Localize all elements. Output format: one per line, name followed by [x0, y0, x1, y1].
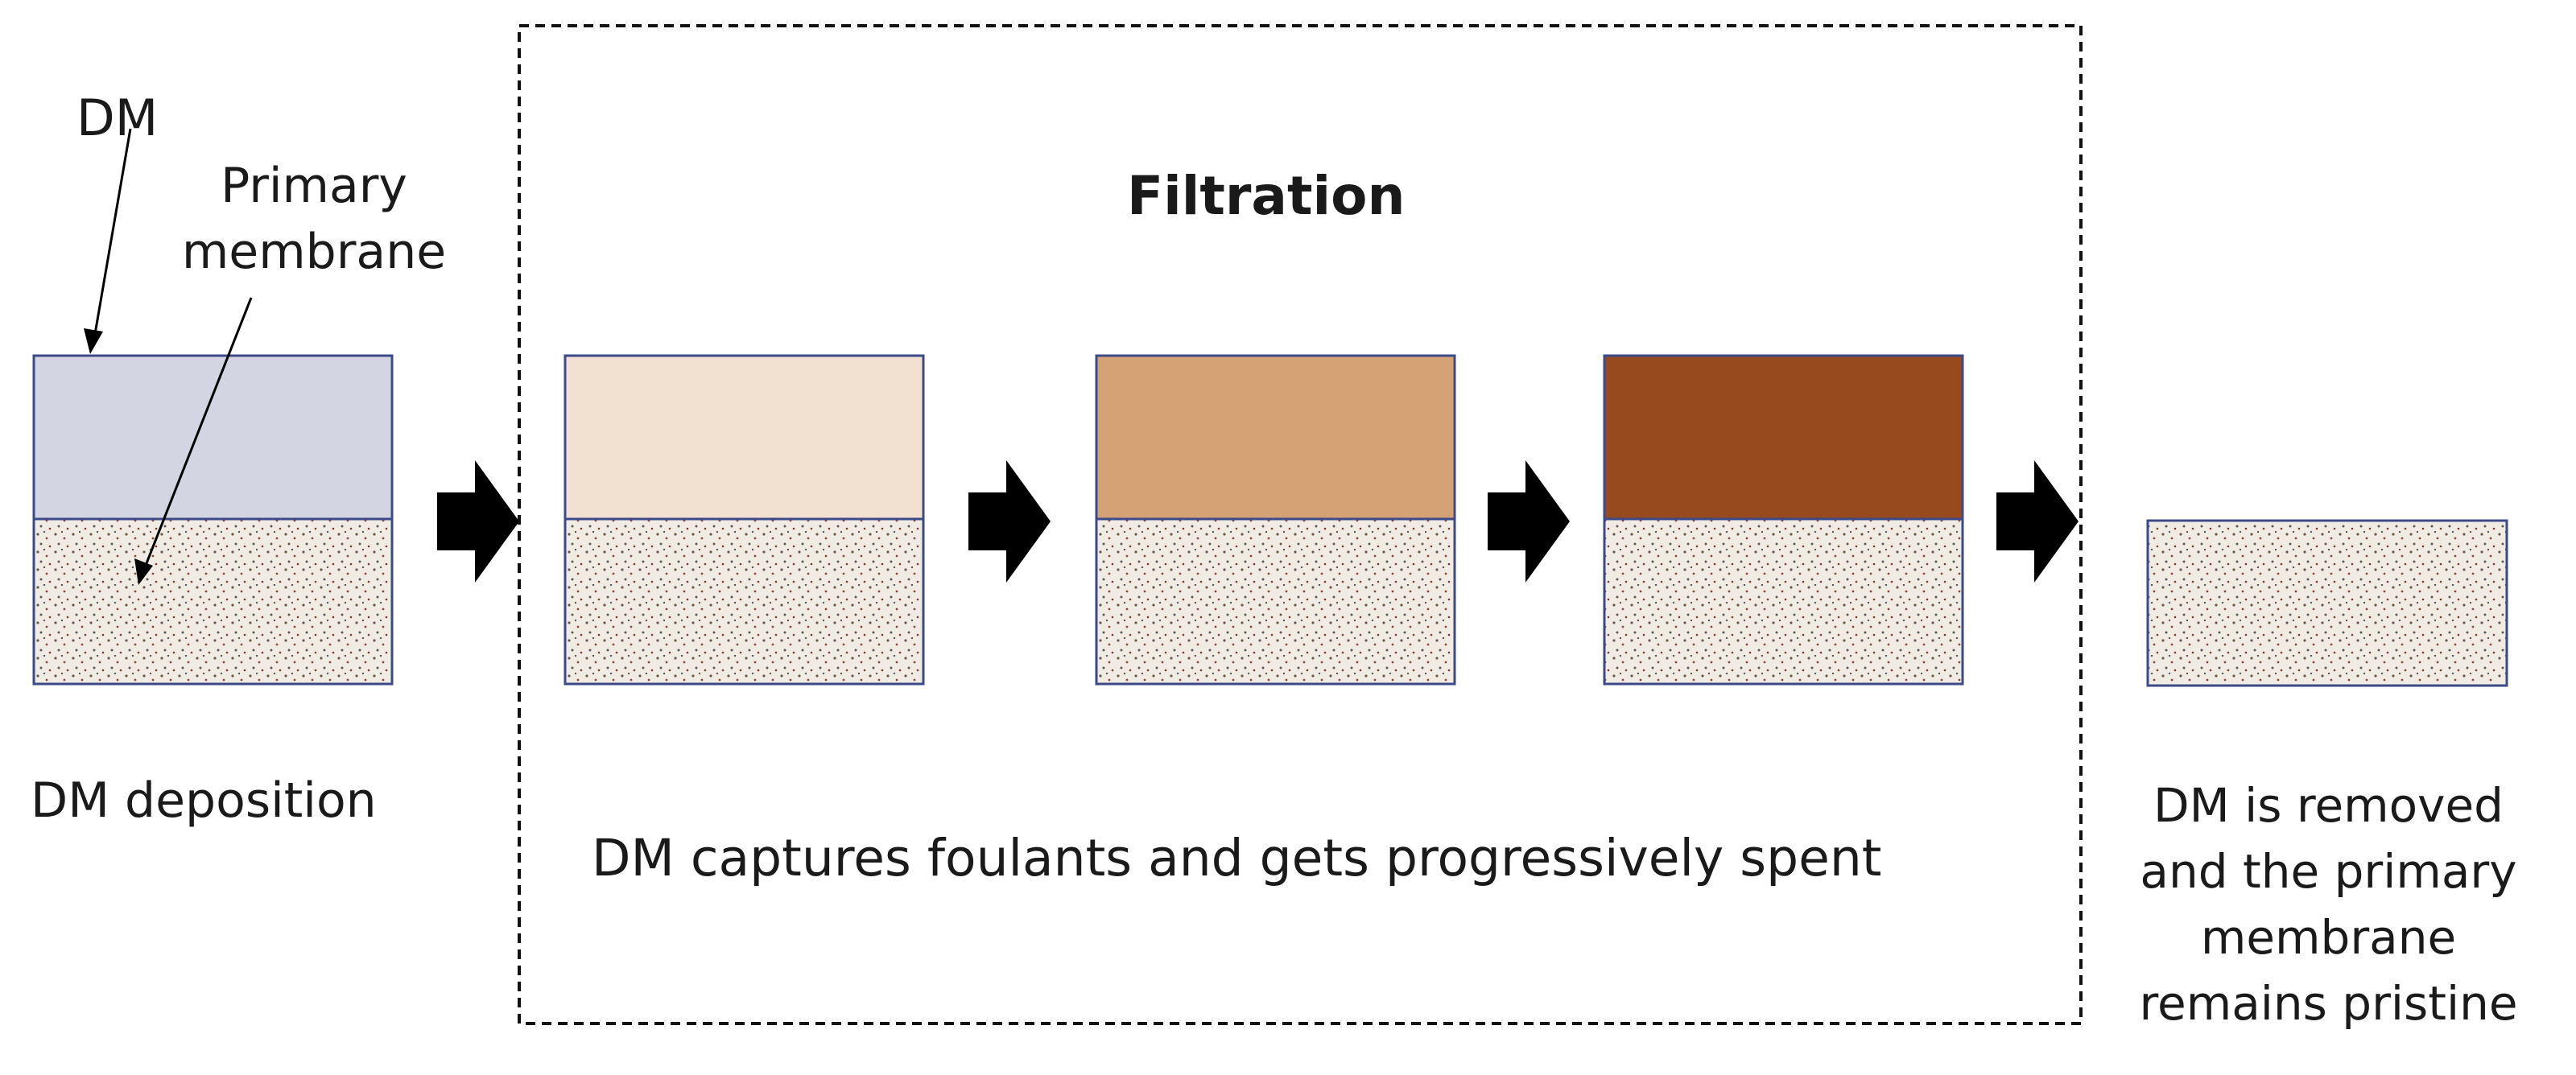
primary-membrane-layer — [1095, 517, 1456, 686]
block-arrow-right-icon — [1488, 460, 1570, 583]
dm-pointer-arrow — [84, 128, 132, 354]
removed-caption-line1: DM is removed — [2153, 778, 2504, 833]
captures-label: DM captures foulants and gets progressiv… — [592, 829, 1882, 888]
dm-layer-stage-3 — [1603, 354, 1964, 521]
primary-membrane-layer — [1603, 517, 1964, 686]
membrane-module-stage-2 — [1095, 354, 1456, 686]
primary-membrane-pointer-arrow — [134, 297, 253, 585]
membrane-module-clean — [2146, 519, 2508, 687]
membrane-module-stage-1 — [564, 354, 925, 686]
dm-label: DM — [76, 89, 159, 147]
dm-layer-stage-2 — [1095, 354, 1456, 521]
primary-membrane-label-line1: Primary — [221, 158, 407, 214]
membrane-module-deposition — [32, 354, 394, 686]
removed-caption: DM is removed and the primary membrane r… — [2081, 772, 2576, 1036]
filtration-box — [518, 24, 2083, 1025]
filtration-title: Filtration — [1127, 165, 1406, 227]
primary-membrane-layer — [32, 517, 394, 686]
block-arrow-right-icon — [437, 460, 519, 583]
removed-caption-line3: membrane — [2200, 910, 2457, 965]
removed-caption-line2: and the primary — [2140, 844, 2517, 899]
primary-membrane-label: Primary membrane — [177, 153, 451, 285]
membrane-module-stage-3 — [1603, 354, 1964, 686]
primary-membrane-layer — [564, 517, 925, 686]
removed-caption-line4: remains pristine — [2139, 976, 2518, 1031]
primary-membrane-layer-clean — [2146, 519, 2508, 687]
block-arrow-right-icon — [1996, 460, 2079, 583]
primary-membrane-label-line2: membrane — [181, 224, 447, 280]
dm-layer-stage-1 — [564, 354, 925, 521]
dm-layer-fresh — [32, 354, 394, 521]
block-arrow-right-icon — [968, 460, 1051, 583]
dm-deposition-label: DM deposition — [31, 772, 377, 829]
